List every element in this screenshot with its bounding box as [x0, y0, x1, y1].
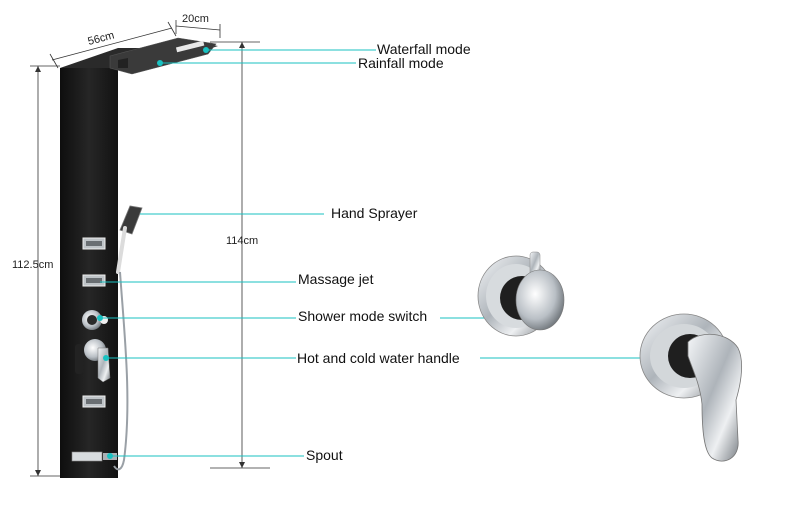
leader-lines [97, 47, 650, 459]
water-handle-label: Hot and cold water handle [297, 350, 460, 366]
depth-dimension: 20cm [182, 13, 209, 25]
spout-height-dimension: 114cm [226, 235, 258, 247]
waterfall-outlet [175, 40, 205, 53]
spout-label: Spout [306, 447, 343, 463]
shower-panel [60, 37, 218, 478]
massage-jet-1 [82, 237, 106, 250]
shower-mode-switch-label: Shower mode switch [298, 308, 427, 324]
hand-sprayer [113, 205, 143, 471]
hand-sprayer-label: Hand Sprayer [331, 205, 418, 221]
mode-switch-detail [477, 251, 565, 337]
massage-jet-label: Massage jet [298, 271, 374, 287]
water-handle [75, 339, 111, 383]
massage-jet-3 [82, 395, 106, 408]
mode-switch-knob [82, 310, 108, 330]
massage-jet-2 [82, 274, 106, 287]
rainfall-mode-label: Rainfall mode [358, 55, 444, 71]
dimension-lines [30, 20, 270, 477]
waterfall-mode-label: Waterfall mode [377, 41, 471, 57]
total-height-dimension: 112.5cm [12, 259, 53, 271]
width-dimension: 56cm [87, 29, 116, 48]
water-handle-detail [639, 313, 742, 462]
